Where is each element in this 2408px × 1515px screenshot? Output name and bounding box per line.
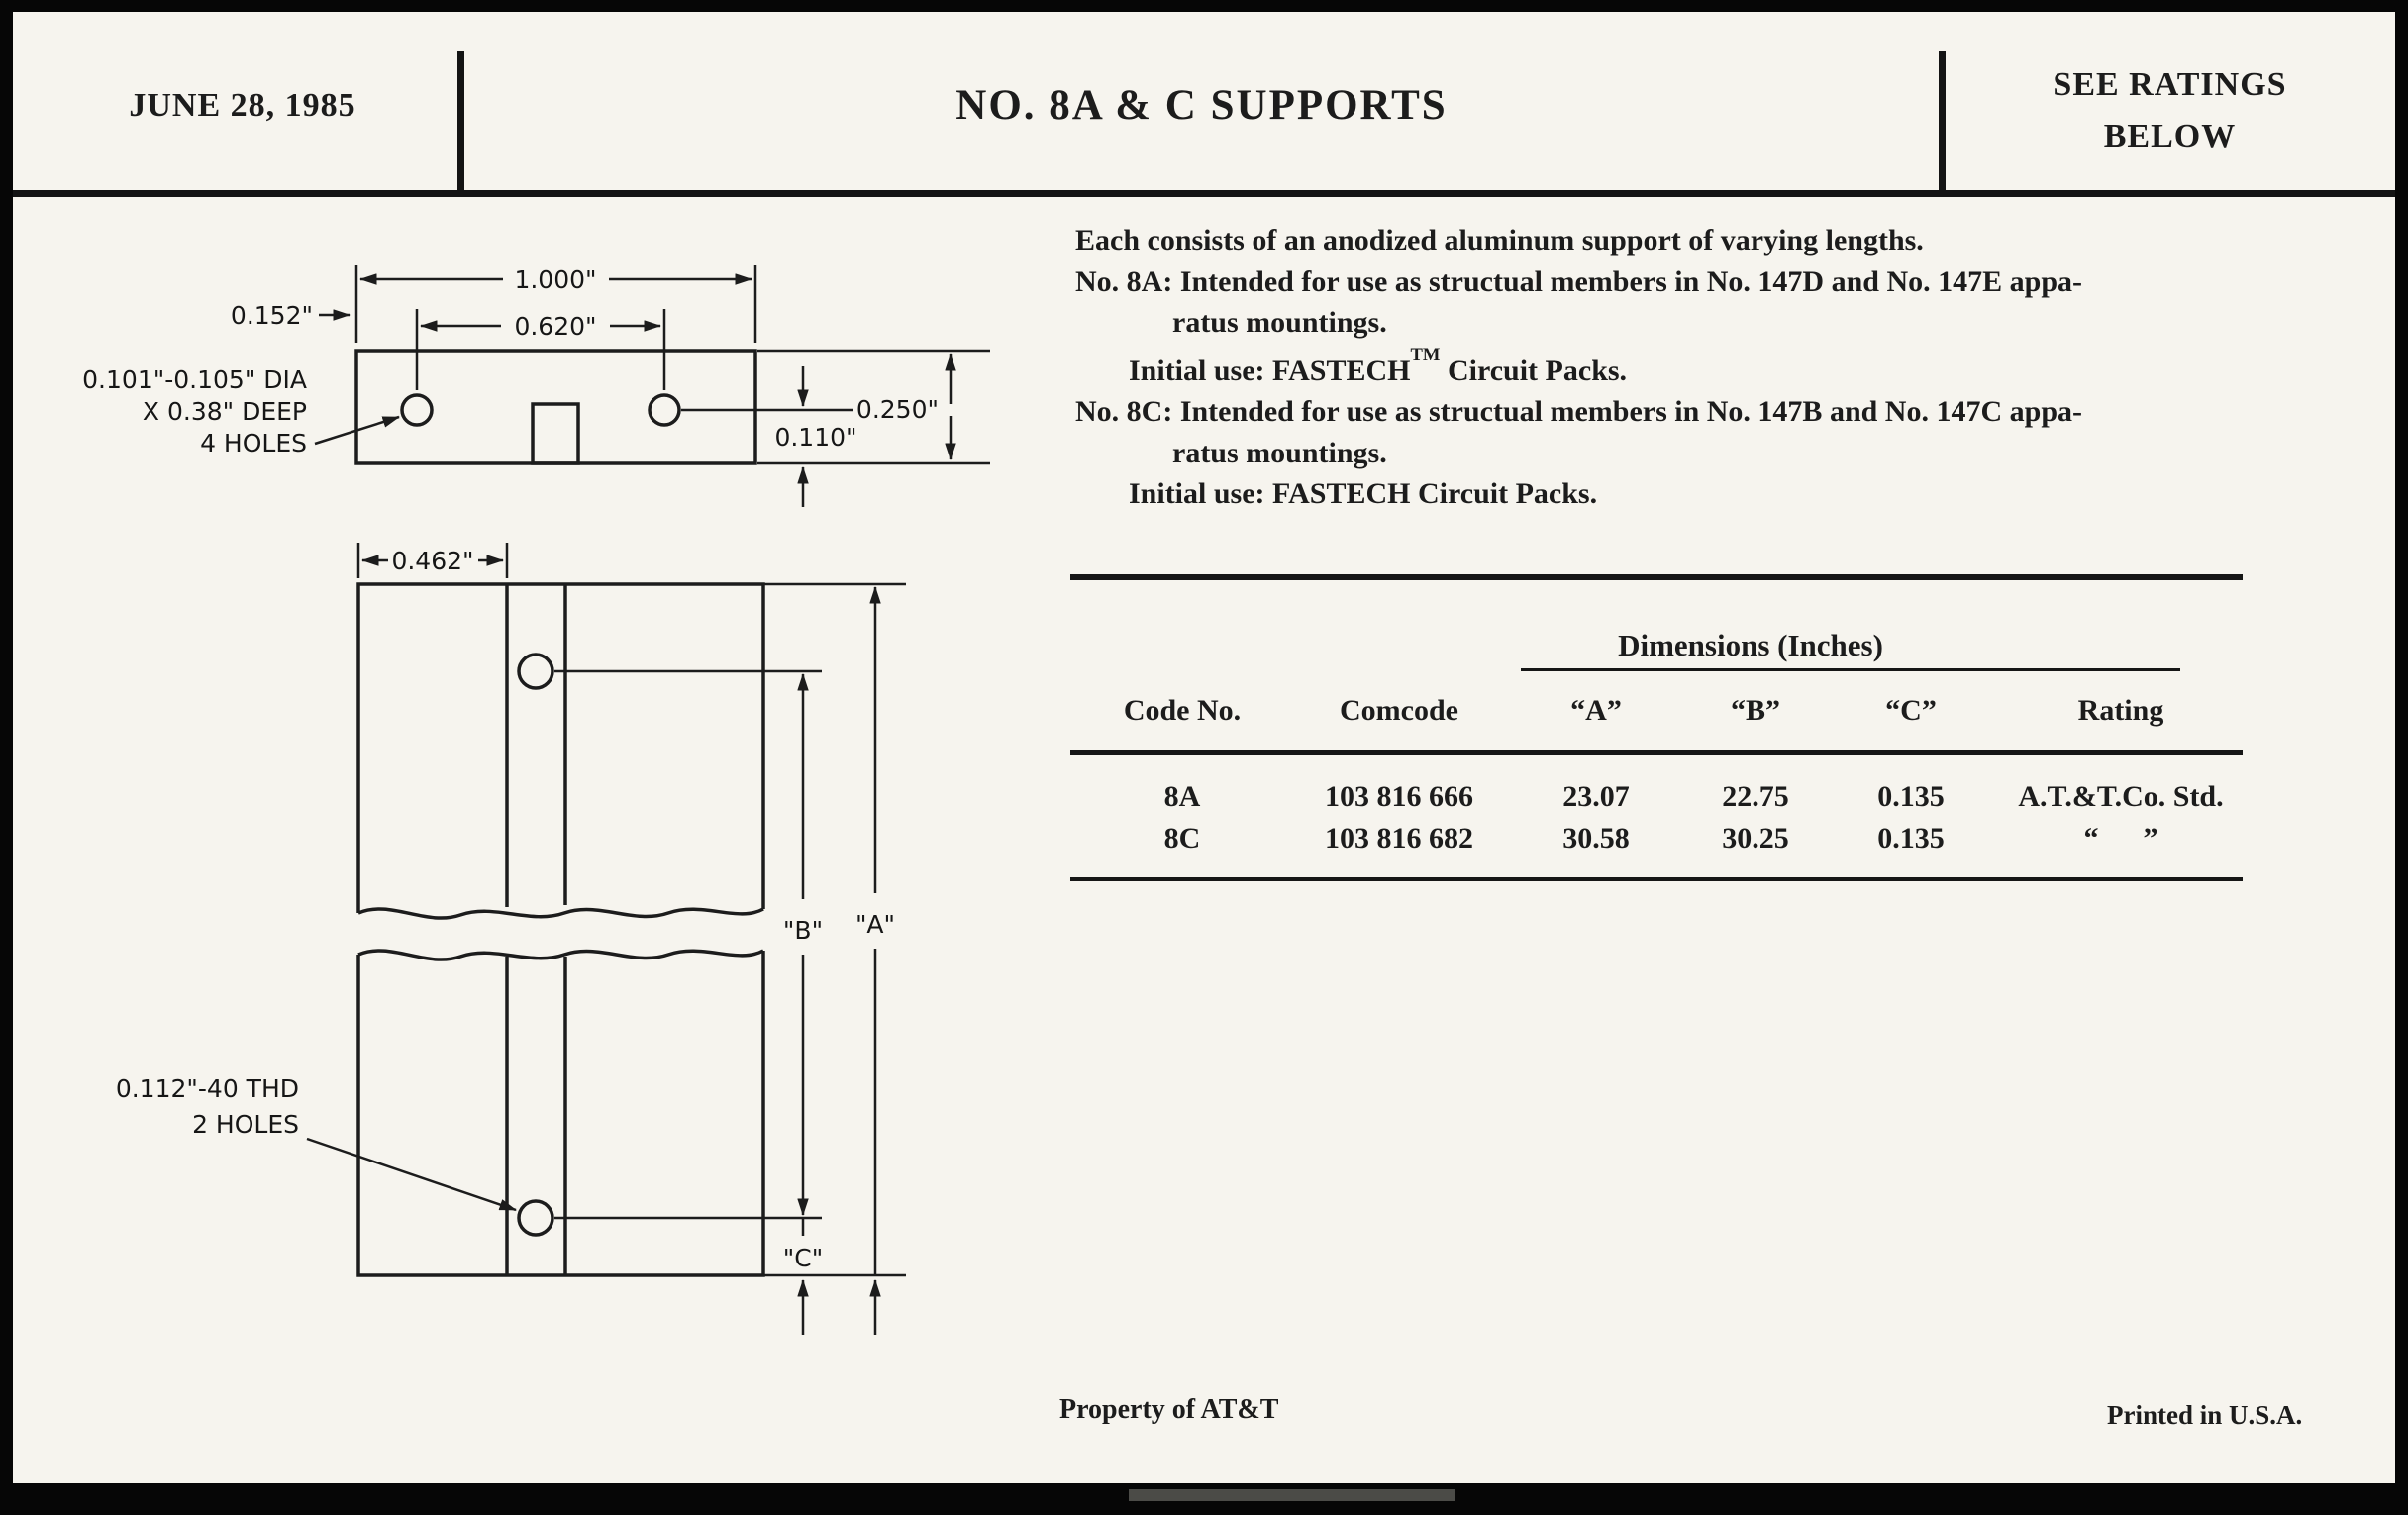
table-header-row: Code No. Comcode “A” “B” “C” Rating: [1070, 671, 2243, 755]
break-line-lower: [357, 949, 764, 961]
col-header-code: Code No.: [1123, 693, 1242, 727]
thread-note-line-1: 0.112"-40 THD: [116, 1074, 299, 1103]
table-row: 8A 103 816 666 23.07 22.75 0.135 A.T.&T.…: [1070, 776, 2243, 818]
trademark-superscript: TM: [1410, 345, 1441, 366]
hole-note-line-1: 0.101"-0.105" DIA: [82, 365, 307, 394]
hole-note-line-2: X 0.38" DEEP: [143, 397, 307, 426]
header-divider-right: [1939, 51, 1946, 196]
hole-upper: [517, 653, 554, 690]
hole-right: [648, 393, 681, 427]
front-view-outline: [356, 582, 765, 1277]
hole-lower: [517, 1199, 554, 1237]
description-block: Each consists of an anodized aluminum su…: [1075, 220, 2343, 515]
dim-a-label: "A": [855, 910, 895, 939]
description-line: Initial use: FASTECHTM Circuit Packs.: [1075, 344, 2343, 392]
description-line: No. 8A: Intended for use as structual me…: [1075, 264, 2082, 298]
cell-b: 22.75: [1722, 780, 1789, 813]
dim-hole-spacing-label: 0.620": [514, 312, 596, 341]
col-header-comcode: Comcode: [1340, 693, 1458, 727]
cell-code: 8C: [1163, 822, 1201, 855]
col-header-rating: Rating: [2077, 693, 2164, 727]
scan-artifact: [1129, 1489, 1455, 1501]
ratings-note-line-2: BELOW: [2103, 118, 2237, 154]
table-bottom-padding: [1070, 859, 2243, 877]
thread-note-line-2: 2 HOLES: [192, 1110, 299, 1139]
cell-code: 8A: [1163, 780, 1201, 813]
dim-hole-to-edge-label: 0.110": [774, 423, 856, 452]
table-row: 8C 103 816 682 30.58 30.25 0.135 “ ”: [1070, 818, 2243, 859]
description-line: Initial use: FASTECH Circuit Packs.: [1129, 477, 1598, 510]
header-divider-left: [457, 51, 464, 196]
hole-note-leader: [314, 415, 400, 446]
header-date: JUNE 28, 1985: [129, 87, 356, 124]
dim-thickness-label: 0.250": [856, 395, 939, 424]
dim-b-label: "B": [783, 916, 823, 945]
cell-c: 0.135: [1877, 822, 1945, 855]
profile-view-outline: [354, 349, 757, 465]
front-view-dimensions: 0.462" "B" "A" "C" 0.112"-40 THD 2 HOLES: [116, 543, 906, 1335]
initial-use-text-after: Circuit Packs.: [1440, 354, 1628, 387]
cell-b: 30.25: [1722, 822, 1789, 855]
cell-a: 30.58: [1562, 822, 1630, 855]
dim-edge-to-hole-label: 0.152": [231, 301, 313, 330]
col-header-c: “C”: [1885, 693, 1937, 727]
cell-rating: A.T.&T.Co. Std.: [2018, 780, 2224, 813]
cell-c: 0.135: [1877, 780, 1945, 813]
col-header-a: “A”: [1570, 693, 1622, 727]
table-group-rule: [1521, 668, 2180, 671]
description-line: ratus mountings.: [1172, 436, 1387, 469]
col-header-b: “B”: [1730, 693, 1780, 727]
ratings-table: Dimensions (Inches) Code No. Comcode “A”…: [1070, 574, 2243, 881]
dim-overall-width-label: 1.000": [514, 265, 596, 294]
hole-left: [400, 393, 434, 427]
initial-use-text: Initial use: FASTECH: [1129, 354, 1411, 387]
cell-rating: “ ”: [2083, 822, 2158, 855]
dim-c-label: "C": [783, 1244, 823, 1272]
break-line-upper: [357, 907, 764, 920]
description-line: ratus mountings.: [1172, 306, 1387, 339]
table-group-header-row: Dimensions (Inches): [1070, 580, 2243, 671]
description-line: No. 8C: Intended for use as structual me…: [1075, 395, 2082, 428]
ratings-note-line-1: SEE RATINGS: [2053, 66, 2287, 103]
footer-property-note: Property of AT&T: [1059, 1394, 1279, 1425]
thread-note-leader: [306, 1137, 517, 1212]
header-ratings-note: SEE RATINGS BELOW: [1946, 59, 2394, 162]
table-group-header: Dimensions (Inches): [1618, 628, 1883, 662]
profile-view-dimensions: 1.000" 0.620" 0.152" 0.101"-0.105" DIA X…: [82, 265, 990, 507]
hole-note-line-3: 4 HOLES: [200, 429, 307, 457]
paper-sheet: [13, 12, 2395, 1483]
cell-a: 23.07: [1562, 780, 1630, 813]
cell-comcode: 103 816 682: [1325, 822, 1473, 855]
footer-printed-note: Printed in U.S.A.: [2107, 1400, 2303, 1430]
cell-comcode: 103 816 666: [1325, 780, 1473, 813]
dim-flange-width-label: 0.462": [391, 547, 473, 575]
page-title: NO. 8A & C SUPPORTS: [955, 82, 1448, 129]
header-rule: [13, 190, 2395, 197]
description-line: Each consists of an anodized aluminum su…: [1075, 224, 1924, 256]
